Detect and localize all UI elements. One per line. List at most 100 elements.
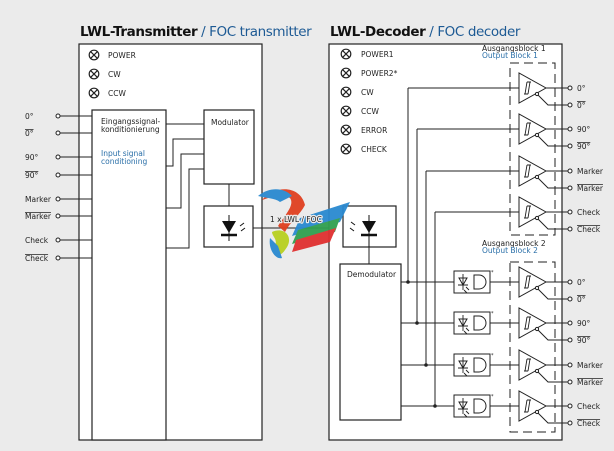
input-label: Check xyxy=(25,254,49,263)
input-pin[interactable] xyxy=(55,130,61,136)
output-block-1 xyxy=(509,62,556,236)
input-label: 90° xyxy=(25,153,39,162)
output-label: Marker xyxy=(577,361,604,370)
input-pin[interactable] xyxy=(55,196,61,202)
output-label: Check xyxy=(577,402,601,411)
modulator-label: Modulator xyxy=(211,118,250,127)
output-pin[interactable] xyxy=(567,403,573,409)
indicator-lamp-icon xyxy=(340,48,352,60)
output-label: Marker xyxy=(577,378,604,387)
footnote-mark: * xyxy=(491,353,494,359)
led-label: CHECK xyxy=(361,145,388,154)
led-label: CCW xyxy=(361,107,379,116)
led-label: POWER2* xyxy=(361,69,398,78)
input-conditioning-block xyxy=(91,109,167,441)
led-icon xyxy=(221,215,246,241)
fiber-link-label: 1 x LWL / FOC xyxy=(270,215,322,224)
led-label-cw: CW xyxy=(108,70,121,79)
output-pin[interactable] xyxy=(567,279,573,285)
led-label-ccw: CCW xyxy=(108,89,126,98)
output-pin[interactable] xyxy=(567,85,573,91)
footnote-mark: * xyxy=(491,394,494,400)
output-pin[interactable] xyxy=(567,143,573,149)
junction-dot xyxy=(406,280,410,284)
output-label: 0° xyxy=(577,84,586,93)
demodulator-block xyxy=(339,263,402,421)
input-label: 90° xyxy=(25,171,39,180)
input-label: Marker xyxy=(25,212,52,221)
output-label: 0° xyxy=(577,295,586,304)
indicator-lamp-icon xyxy=(88,49,100,61)
output-label: 0° xyxy=(577,101,586,110)
schmitt-trigger-buffer-icon xyxy=(518,266,570,300)
output-block-2 xyxy=(509,261,556,433)
input-label: 0° xyxy=(25,129,34,138)
photodiode-icon xyxy=(349,215,377,247)
led-label: POWER1 xyxy=(361,50,394,59)
output-label: Marker xyxy=(577,167,604,176)
input-pin[interactable] xyxy=(55,213,61,219)
led-label: CW xyxy=(361,88,374,97)
output-pin[interactable] xyxy=(567,209,573,215)
input-pin[interactable] xyxy=(55,113,61,119)
demodulator-label: Demodulator xyxy=(347,270,397,279)
output-pin[interactable] xyxy=(567,379,573,385)
output-label: 90° xyxy=(577,336,591,345)
output-pin[interactable] xyxy=(567,168,573,174)
optocoupler-detector xyxy=(453,311,491,335)
output-label: Check xyxy=(577,208,601,217)
output-label: 90° xyxy=(577,125,591,134)
output-label: 90° xyxy=(577,319,591,328)
input-pin[interactable] xyxy=(55,172,61,178)
output-pin[interactable] xyxy=(567,126,573,132)
junction-dot xyxy=(424,363,428,367)
indicator-lamp-icon xyxy=(340,105,352,117)
output-block-2-label-de: Ausgangsblock 2 xyxy=(482,239,546,248)
transmitter-title: LWL-Transmitter / FOC transmitter xyxy=(80,24,312,40)
output-block-1-label-de: Ausgangsblock 1 xyxy=(482,44,546,53)
output-pin[interactable] xyxy=(567,296,573,302)
modulator-block xyxy=(203,109,255,185)
indicator-lamp-icon xyxy=(340,67,352,79)
led-label: ERROR xyxy=(361,126,387,135)
output-pin[interactable] xyxy=(567,362,573,368)
input-label: Marker xyxy=(25,195,52,204)
optocoupler-detector xyxy=(453,394,491,418)
junction-dot xyxy=(415,321,419,325)
output-block-2-label-en: Output Block 2 xyxy=(482,246,538,255)
output-pin[interactable] xyxy=(567,320,573,326)
footnote-mark: * xyxy=(491,311,494,317)
logo-watermark xyxy=(258,189,350,259)
input-label: Check xyxy=(25,236,49,245)
output-pin[interactable] xyxy=(567,420,573,426)
output-label: 0° xyxy=(577,278,586,287)
output-pin[interactable] xyxy=(567,102,573,108)
output-block-1-label-en: Output Block 1 xyxy=(482,51,538,60)
input-pin[interactable] xyxy=(55,154,61,160)
output-pin[interactable] xyxy=(567,226,573,232)
conditioning-label-de: Eingangssignal-konditionierung xyxy=(101,117,161,134)
indicator-lamp-icon xyxy=(340,124,352,136)
output-label: Check xyxy=(577,419,601,428)
output-pin[interactable] xyxy=(567,337,573,343)
optocoupler-detector xyxy=(453,270,491,294)
output-label: Marker xyxy=(577,184,604,193)
output-pin[interactable] xyxy=(567,185,573,191)
output-label: Check xyxy=(577,225,601,234)
indicator-lamp-icon xyxy=(88,68,100,80)
schmitt-trigger-buffer-icon xyxy=(518,349,570,383)
optocoupler-detector xyxy=(453,353,491,377)
indicator-lamp-icon xyxy=(340,143,352,155)
footnote-mark: * xyxy=(491,270,494,276)
decoder-title: LWL-Decoder / FOC decoder xyxy=(330,24,521,40)
junction-dot xyxy=(433,404,437,408)
input-pin[interactable] xyxy=(55,255,61,261)
schmitt-trigger-buffer-icon xyxy=(518,390,570,424)
led-label-power: POWER xyxy=(108,51,136,60)
indicator-lamp-icon xyxy=(340,86,352,98)
input-label: 0° xyxy=(25,112,34,121)
input-pin[interactable] xyxy=(55,237,61,243)
output-label: 90° xyxy=(577,142,591,151)
